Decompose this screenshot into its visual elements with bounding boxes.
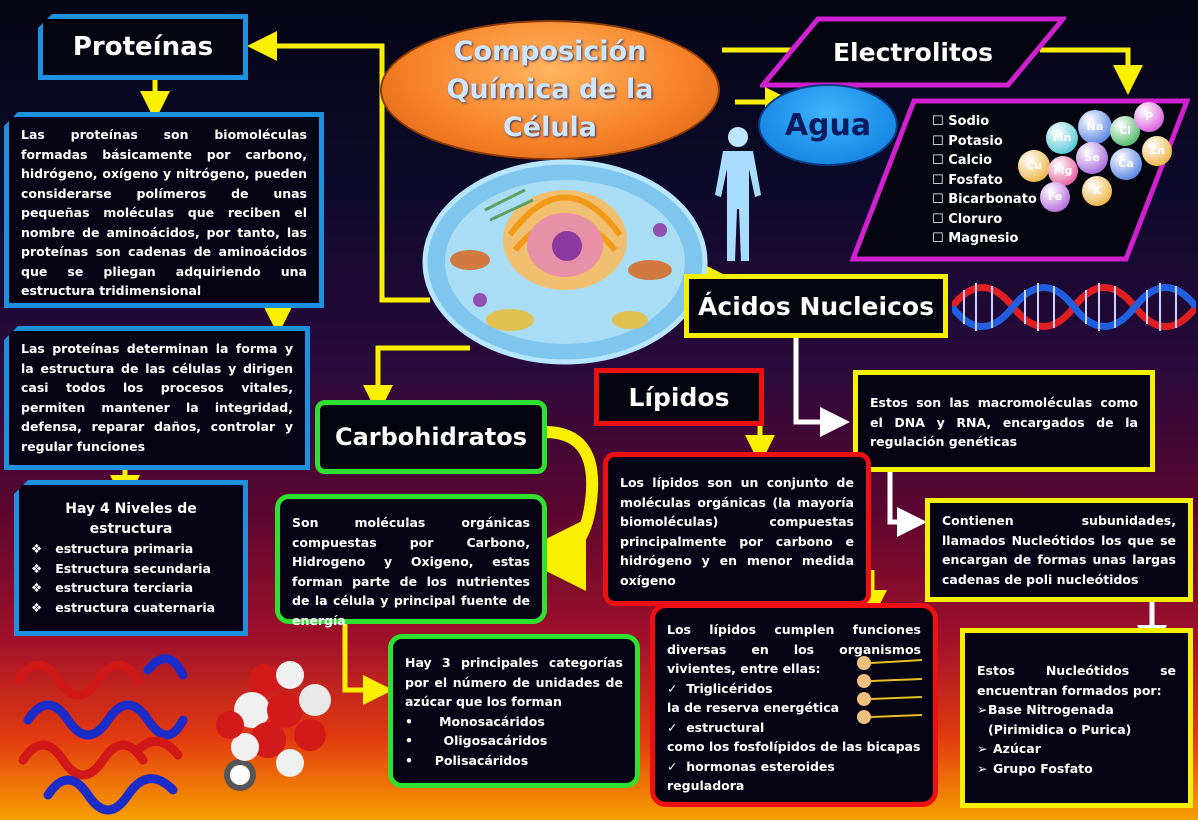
ion-sphere: Mn (1046, 122, 1078, 154)
acidos-heading: Ácidos Nucleicos (684, 274, 948, 338)
list-item: ☐ Calcio (932, 153, 993, 168)
list-item: ❖ Estructura secundaria (31, 560, 211, 576)
arrow-acidos-to-desc (793, 336, 850, 437)
ion-sphere: Mg (1048, 156, 1078, 186)
page-title: Composición Química de la Célula (446, 36, 654, 143)
protein-ribbon-illustration (13, 654, 188, 815)
list-item: ✓ Triglicéridos (667, 680, 773, 696)
list-item-detail: como los fosfolípidos de las bicapas (667, 739, 921, 754)
list-item: ✓ estructural (667, 719, 765, 735)
bullet-icon: • (405, 733, 444, 748)
ion-sphere: Na (1078, 110, 1112, 144)
agua-heading: Agua (758, 84, 898, 166)
arrow-desc-to-sub (887, 470, 927, 537)
checkbox-icon: ☐ (932, 153, 949, 168)
list-item-detail: reguladora (667, 778, 745, 793)
proteinas-niveles: Hay 4 Niveles de estructura ❖ estructura… (14, 480, 248, 636)
proteinas-heading: Proteínas (38, 14, 248, 80)
carbohidratos-categorias: Hay 3 principales categorías por el núme… (388, 634, 640, 788)
list-item: ➢Base Nitrogenada (Pirimidica o Purica) (977, 700, 1176, 739)
human-silhouette-icon (715, 127, 761, 261)
checkbox-icon: ☐ (932, 211, 949, 227)
ion-sphere: K (1082, 176, 1112, 206)
title-oval: Composición Química de la Célula (380, 20, 720, 160)
sugar-molecule-illustration (216, 661, 331, 791)
list-item: ☐ Fosfato (932, 172, 1003, 188)
proteinas-description: Las proteínas son biomoléculas formadas … (4, 112, 324, 308)
list-item: ❖ estructura terciaria (31, 580, 194, 595)
dna-helix-illustration (952, 283, 1196, 331)
acidos-subunidades: Contienen subunidades, llamados Nucleóti… (925, 498, 1193, 602)
list-item: ❖ estructura primaria (31, 541, 194, 556)
lipidos-funciones: Los lípidos cumplen funciones diversas e… (650, 603, 938, 807)
carbohidratos-description: Son moléculas orgánicas compuestas por C… (275, 494, 547, 628)
cell-illustration (422, 159, 708, 365)
list-item: ☐ Cloruro (932, 211, 1003, 227)
list-item: ☐ Bicarbonato (932, 192, 1037, 207)
list-item: • Polisacáridos (405, 752, 529, 768)
ion-sphere: Zn (1142, 136, 1172, 166)
ion-sphere: P (1134, 102, 1164, 132)
ion-spheres: Mn Na Cl P Cu Mg Se Ca Zn Fe K (1012, 102, 1188, 218)
electrolitos-list: ☐ Sodio ☐ Potasio ☐ Calcio ☐ Fosfato ☐ B… (932, 112, 1037, 249)
diamond-bullet-icon: ❖ (31, 560, 56, 576)
diamond-bullet-icon: ❖ (31, 599, 56, 615)
list-item: • Oligosacáridos (405, 733, 548, 748)
nucleotidos-panel: Estos Nucleótidos se encuentran formados… (960, 628, 1193, 808)
list-item: ☐ Sodio (932, 114, 990, 129)
list-item: ☐ Potasio (932, 133, 1003, 149)
checkmark-icon: ✓ (667, 758, 687, 774)
checkbox-icon: ☐ (932, 231, 949, 246)
list-item: • Monosacáridos (405, 713, 545, 729)
arrow-bullet-icon: ➢ (977, 702, 988, 717)
list-item: ☐ Magnesio (932, 231, 1019, 246)
checkmark-icon: ✓ (667, 719, 687, 735)
ion-sphere: Se (1076, 142, 1108, 174)
list-item: ✓ hormonas esteroides (667, 758, 835, 774)
checkmark-icon: ✓ (667, 680, 687, 696)
proteinas-funcion: Las proteínas determinan la forma y la e… (4, 326, 310, 470)
arrow-bullet-icon: ➢ (977, 760, 988, 776)
ion-sphere: Fe (1040, 182, 1070, 212)
checkbox-icon: ☐ (932, 172, 949, 188)
list-item: ❖ estructura cuaternaria (31, 599, 216, 615)
nucleotidos-list: ➢Base Nitrogenada (Pirimidica o Purica) … (977, 700, 1176, 778)
bullet-icon: • (405, 713, 440, 729)
checkbox-icon: ☐ (932, 192, 949, 207)
list-item-detail: la de reserva energética (667, 700, 840, 715)
electrolitos-list-panel: ☐ Sodio ☐ Potasio ☐ Calcio ☐ Fosfato ☐ B… (850, 98, 1190, 262)
niveles-title: Hay 4 Niveles de estructura (65, 501, 197, 537)
checkbox-icon: ☐ (932, 133, 949, 149)
checkbox-icon: ☐ (932, 114, 949, 129)
carbohidratos-heading: Carbohidratos (315, 400, 547, 474)
niveles-list: ❖ estructura primaria ❖ Estructura secun… (31, 539, 231, 617)
arrow-carbo-desc-to-cats (342, 622, 393, 705)
ion-sphere: Ca (1110, 148, 1142, 180)
electrolitos-heading: Electrolitos (760, 16, 1066, 88)
ion-sphere: Cu (1018, 150, 1050, 182)
bullet-icon: • (405, 752, 435, 768)
arrow-bullet-icon: ➢ (977, 741, 988, 756)
lipidos-description: Los lípidos son un conjunto de moléculas… (603, 452, 871, 606)
list-item: ➢Grupo Fosfato (977, 759, 1176, 779)
nucleotidos-intro: Estos Nucleótidos se encuentran formados… (977, 663, 1176, 698)
lipidos-func-intro: Los lípidos cumplen funciones diversas e… (667, 622, 921, 676)
arrow-carbo-curve (514, 426, 599, 591)
list-item: ➢Azúcar (977, 739, 1176, 759)
acidos-description: Estos son las macromoléculas como el DNA… (853, 370, 1155, 472)
diamond-bullet-icon: ❖ (31, 541, 56, 556)
lipidos-heading: Lípidos (594, 368, 764, 426)
carbo-cat-intro: Hay 3 principales categorías por el núme… (405, 655, 623, 709)
phospholipid-illustration (857, 656, 923, 724)
diamond-bullet-icon: ❖ (31, 580, 56, 595)
